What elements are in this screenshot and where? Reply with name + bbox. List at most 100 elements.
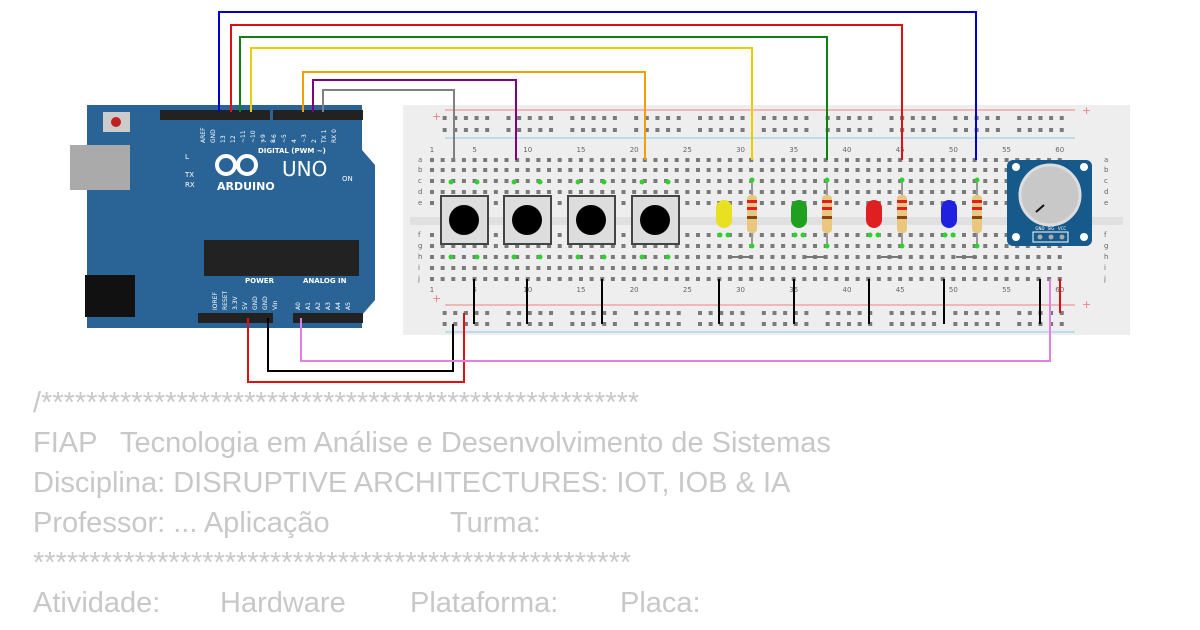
hole <box>547 277 552 281</box>
rail-hole <box>985 311 990 315</box>
row-letter: f <box>418 231 421 239</box>
header-digital-right <box>273 110 363 120</box>
rail-hole <box>1059 322 1064 326</box>
hole <box>685 179 690 183</box>
rail-hole <box>549 116 554 120</box>
hole <box>578 244 583 248</box>
rail-hole <box>549 322 554 326</box>
hole <box>727 158 732 162</box>
resistor <box>972 195 982 233</box>
rail-hole <box>740 128 745 132</box>
rail-hole <box>953 322 958 326</box>
hole <box>706 266 711 270</box>
hole <box>813 233 818 237</box>
rail-hole <box>602 311 607 315</box>
hole <box>813 277 818 281</box>
breadboard-center-channel <box>410 217 1123 225</box>
hole <box>1025 255 1030 259</box>
hole <box>738 179 743 183</box>
hole <box>717 158 722 162</box>
hole <box>610 158 615 162</box>
hole <box>791 179 796 183</box>
hole <box>781 233 786 237</box>
power-label: POWER <box>245 277 275 285</box>
rail-hole <box>932 116 937 120</box>
rail-hole <box>485 116 490 120</box>
hole <box>536 190 541 194</box>
hole <box>844 190 849 194</box>
hole <box>919 190 924 194</box>
hole <box>1015 266 1020 270</box>
rail-hole <box>740 311 745 315</box>
rail-hole <box>485 311 490 315</box>
hole <box>983 168 988 172</box>
arduino-brand: ARDUINO <box>217 180 275 193</box>
hole <box>834 266 839 270</box>
hole <box>738 266 743 270</box>
hole <box>802 190 807 194</box>
hole <box>813 190 818 194</box>
rail-hole <box>761 311 766 315</box>
hole <box>717 266 722 270</box>
code-line: Professor: ... Aplicação <box>33 507 330 539</box>
hole <box>781 277 786 281</box>
hole <box>919 201 924 205</box>
wire-red <box>230 24 903 160</box>
analog-label: ANALOG IN <box>303 277 347 285</box>
hole <box>568 255 573 259</box>
hole <box>972 168 977 172</box>
hole <box>589 277 594 281</box>
hole <box>813 179 818 183</box>
rail-hole <box>442 116 447 120</box>
hole <box>940 266 945 270</box>
pin-dot <box>974 177 980 183</box>
hole <box>451 168 456 172</box>
resistor-band <box>972 200 982 203</box>
rail-hole <box>964 322 968 326</box>
rail-hole <box>698 128 702 132</box>
hole <box>951 158 956 162</box>
hole <box>483 190 488 194</box>
rail-hole <box>974 322 979 326</box>
rail-hole <box>921 116 926 120</box>
hole <box>930 266 935 270</box>
hole <box>876 190 881 194</box>
hole <box>696 255 700 259</box>
hole <box>887 179 892 183</box>
hole <box>855 201 860 205</box>
hole <box>908 255 913 259</box>
hole <box>972 190 977 194</box>
hole <box>685 168 690 172</box>
hole <box>696 158 700 162</box>
hole <box>547 168 552 172</box>
hole <box>642 190 647 194</box>
rail-hole <box>836 322 841 326</box>
hole <box>610 266 615 270</box>
resistor-band <box>747 207 757 210</box>
column-number: 35 <box>789 146 798 154</box>
hole <box>940 168 945 172</box>
rail-hole <box>761 322 766 326</box>
resistor-band <box>897 207 907 210</box>
rail-hole <box>836 128 841 132</box>
rail-hole <box>1027 128 1032 132</box>
hole <box>823 190 828 194</box>
hole <box>1047 255 1052 259</box>
hole <box>642 255 647 259</box>
hole <box>653 255 658 259</box>
rail-hole <box>910 128 915 132</box>
hole <box>717 190 722 194</box>
hole <box>430 201 434 205</box>
rail-hole <box>953 311 958 315</box>
hole <box>898 233 903 237</box>
hole <box>876 179 881 183</box>
rail-hole <box>538 311 543 315</box>
rail-hole <box>463 311 468 315</box>
hole <box>525 190 530 194</box>
row-letter: h <box>1104 253 1108 261</box>
hole <box>908 277 913 281</box>
hole <box>876 255 881 259</box>
hole <box>493 244 498 248</box>
hole <box>685 190 690 194</box>
pin-dot <box>601 254 607 260</box>
